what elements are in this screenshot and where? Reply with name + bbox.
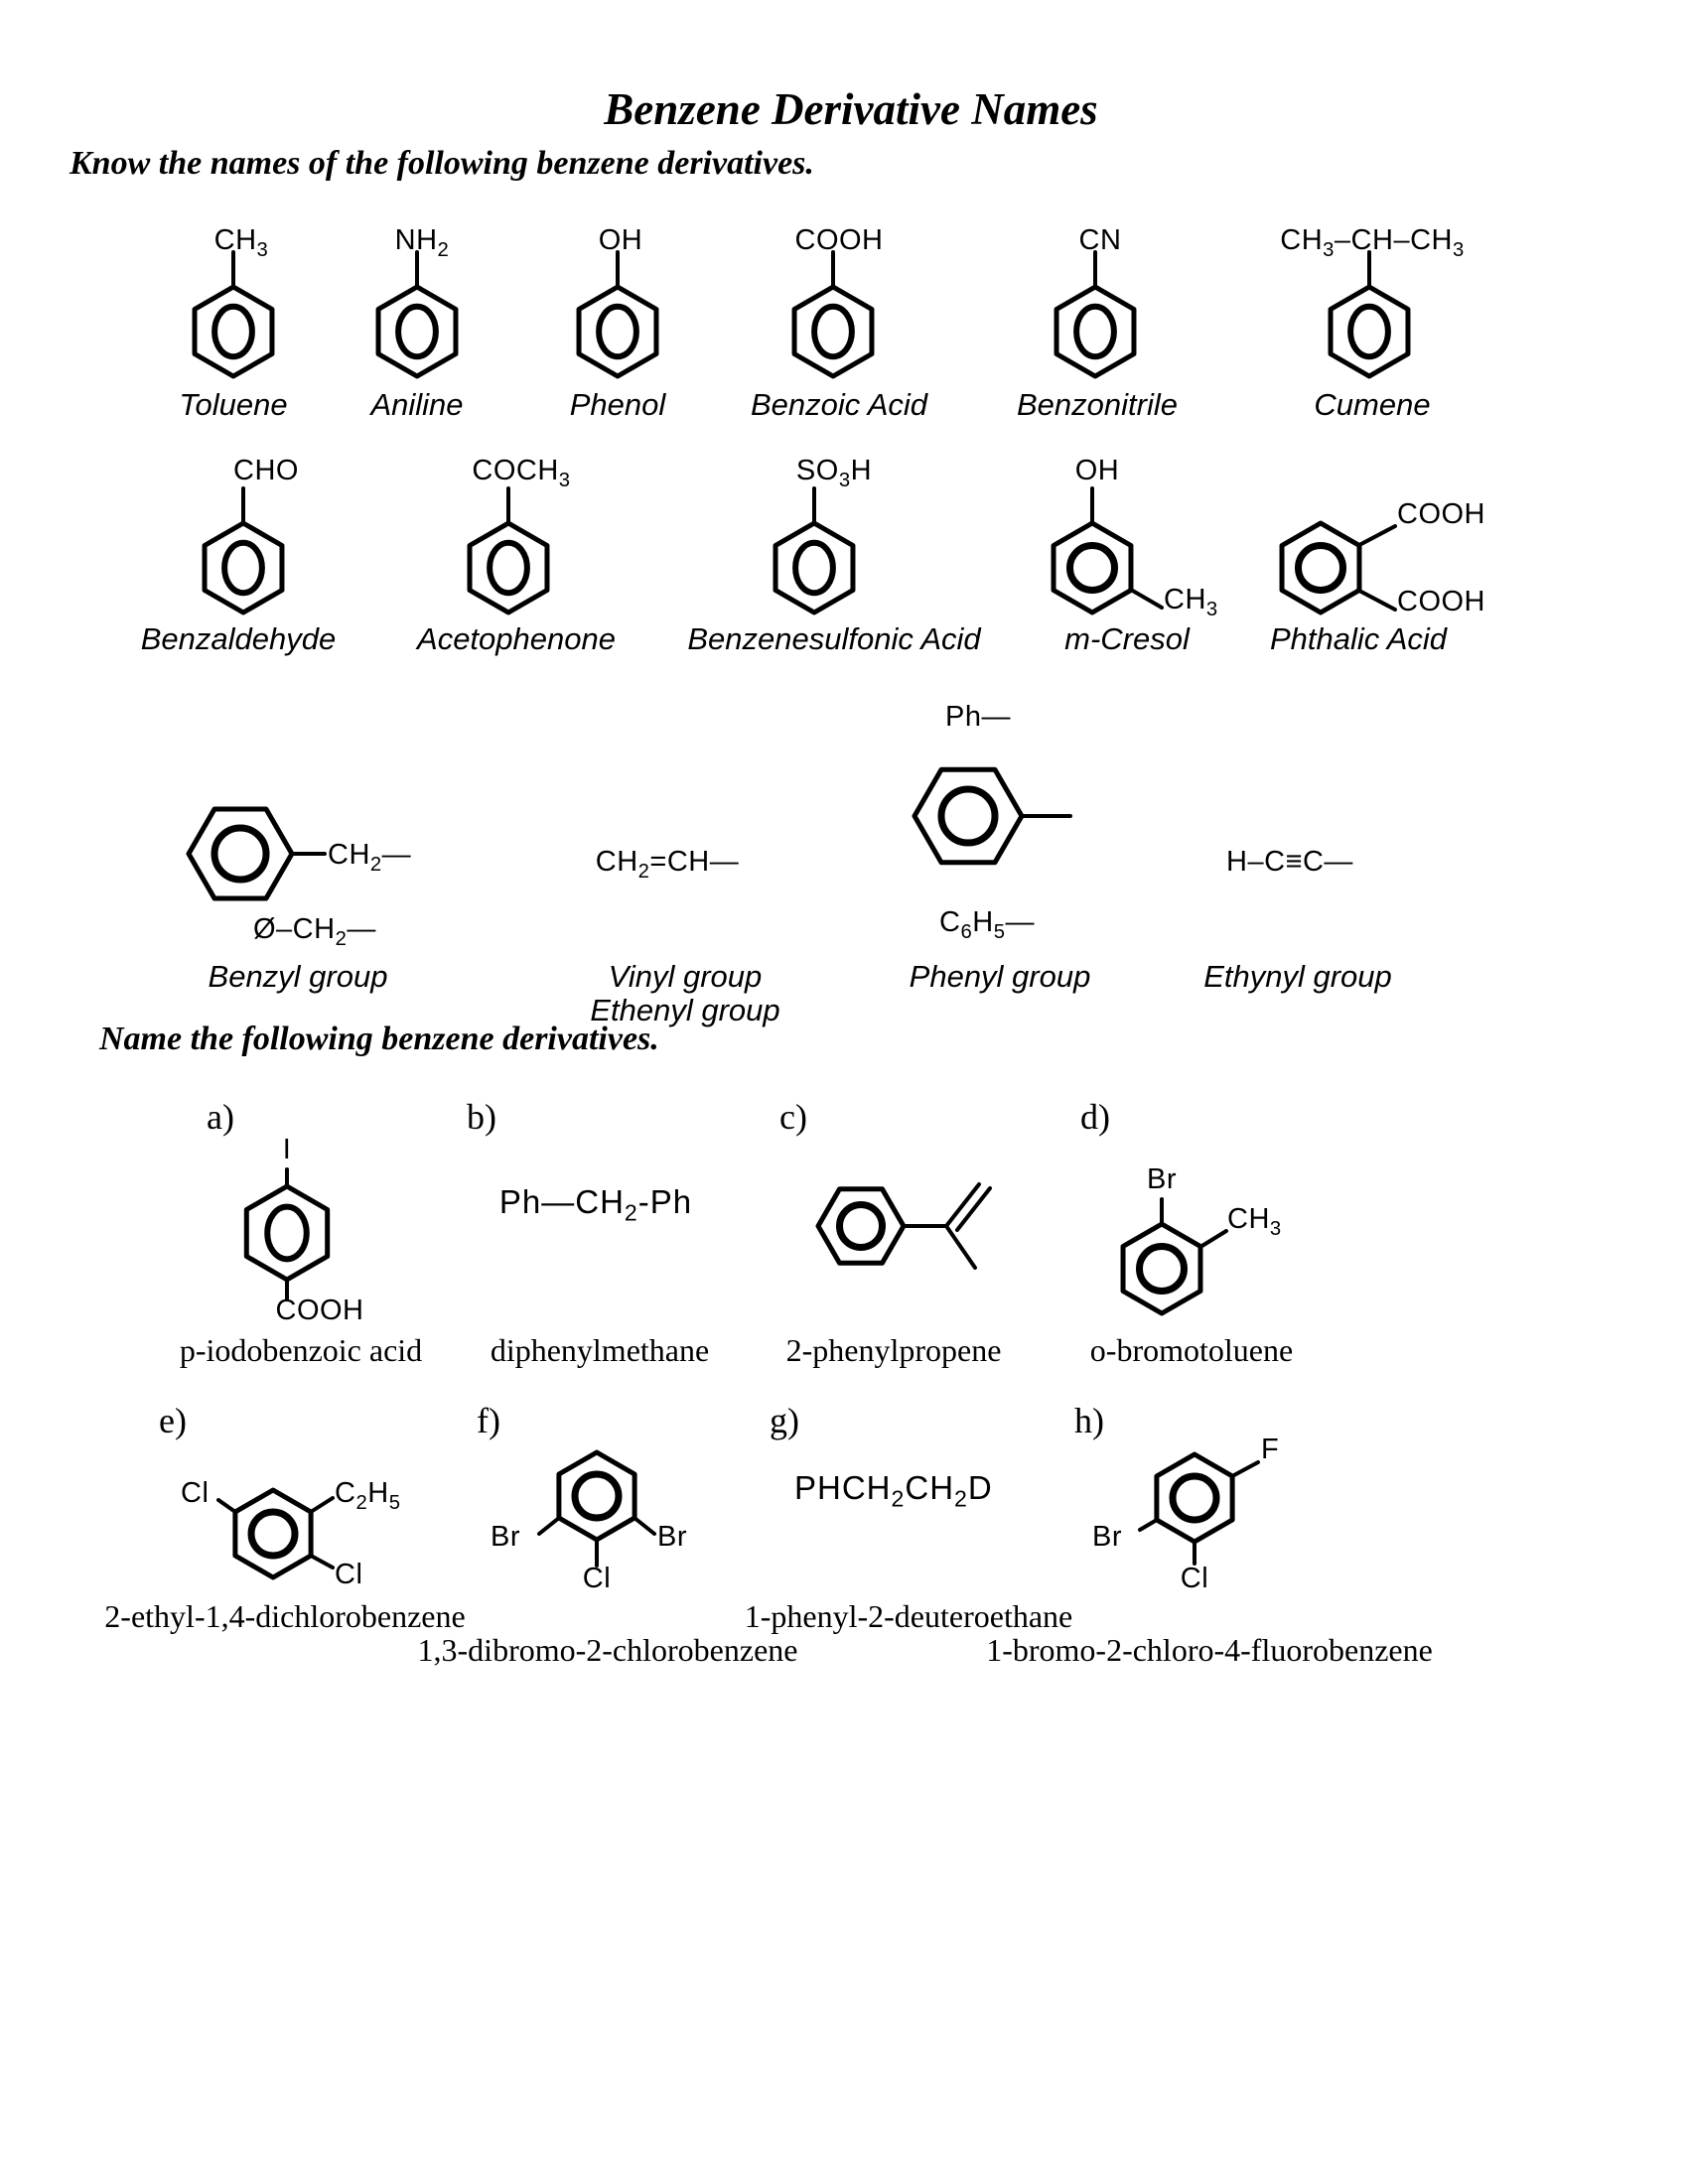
- problem-d-ch3-sub: CH3: [1227, 1203, 1282, 1240]
- problem-b-letter: b): [467, 1097, 496, 1137]
- problem-e-cl2-sub: Cl: [335, 1559, 363, 1590]
- benzyl-structure: [186, 806, 327, 901]
- problem-f-letter: f): [477, 1401, 500, 1440]
- benzyl-symbol-formula: Ø–CH2—: [253, 913, 376, 950]
- problem-e-structure: [216, 1487, 335, 1580]
- benzyl-label: Benzyl group: [208, 959, 388, 994]
- problem-g-answer: 1-phenyl-2-deuteroethane: [744, 1598, 1073, 1634]
- phthalic-acid-structure: [1279, 520, 1397, 615]
- vinyl-label: Vinyl group: [608, 959, 763, 994]
- problem-g-letter: g): [770, 1401, 799, 1440]
- benzenesulfonic-acid-label: Benzenesulfonic Acid: [687, 621, 981, 656]
- problem-h-structure: [1138, 1451, 1260, 1566]
- problem-b-answer: diphenylmethane: [490, 1332, 710, 1368]
- problem-h-cl-sub: Cl: [1180, 1563, 1209, 1594]
- problem-d-br-sub: Br: [1147, 1163, 1177, 1195]
- problem-h-br-sub: Br: [1092, 1521, 1122, 1553]
- problem-a-letter: a): [207, 1097, 234, 1137]
- problem-f-answer: 1,3-dibromo-2-chlorobenzene: [417, 1632, 798, 1668]
- phenyl-structure: [912, 766, 1072, 866]
- problem-e-ethyl-sub: C2H5: [335, 1477, 401, 1514]
- toluene-formula: CH3: [213, 224, 269, 261]
- page-title: Benzene Derivative Names: [604, 84, 1098, 134]
- cumene-structure: [1328, 250, 1411, 379]
- problem-e-answer: 2-ethyl-1,4-dichlorobenzene: [104, 1598, 466, 1634]
- problem-f-cl-sub: Cl: [582, 1563, 612, 1594]
- benzaldehyde-label: Benzaldehyde: [140, 621, 337, 656]
- problem-a-iodo-sub: I: [282, 1134, 292, 1165]
- benzoic-acid-structure: [791, 250, 875, 379]
- phenol-structure: [576, 250, 659, 379]
- section2-heading: Name the following benzene derivatives.: [99, 1021, 659, 1057]
- problem-e-letter: e): [159, 1401, 187, 1440]
- acetophenone-label: Acetophenone: [417, 621, 616, 656]
- benzaldehyde-structure: [202, 486, 285, 615]
- problem-c-structure: [815, 1182, 992, 1270]
- problem-a-structure: [243, 1167, 331, 1300]
- ethynyl-label: Ethynyl group: [1203, 959, 1392, 994]
- acetophenone-formula: COCH3: [472, 455, 571, 491]
- benzonitrile-structure: [1054, 250, 1137, 379]
- problem-h-answer: 1-bromo-2-chloro-4-fluorobenzene: [986, 1632, 1433, 1668]
- phthalic-acid-cooh-bottom: COOH: [1397, 586, 1485, 617]
- cumene-label: Cumene: [1314, 387, 1431, 422]
- benzonitrile-formula: CN: [1078, 224, 1122, 256]
- problem-e-cl1-sub: Cl: [181, 1477, 210, 1509]
- m-cresol-label: m-Cresol: [1064, 621, 1190, 656]
- problem-g-formula: PHCH2CH2D: [794, 1469, 993, 1512]
- problem-d-letter: d): [1080, 1097, 1110, 1137]
- phenol-label: Phenol: [569, 387, 666, 422]
- benzonitrile-label: Benzonitrile: [1017, 387, 1178, 422]
- ethynyl-formula: H–C≡C—: [1226, 846, 1353, 878]
- problem-c-letter: c): [779, 1097, 807, 1137]
- phthalic-acid-label: Phthalic Acid: [1269, 621, 1448, 656]
- benzaldehyde-formula: CHO: [233, 455, 299, 486]
- benzoic-acid-label: Benzoic Acid: [750, 387, 928, 422]
- toluene-structure: [192, 250, 275, 379]
- section1-heading: Know the names of the following benzene …: [70, 145, 814, 182]
- problem-a-answer: p-iodobenzoic acid: [179, 1332, 423, 1368]
- phenyl-ph-formula: Ph—: [945, 701, 1011, 733]
- phenyl-c6h5-formula: C6H5—: [939, 906, 1035, 943]
- phthalic-acid-cooh-top: COOH: [1397, 498, 1485, 530]
- problem-d-structure: [1120, 1197, 1228, 1316]
- benzoic-acid-formula: COOH: [794, 224, 884, 256]
- phenyl-label: Phenyl group: [909, 959, 1091, 994]
- problem-d-answer: o-bromotoluene: [1089, 1332, 1294, 1368]
- aniline-label: Aniline: [370, 387, 464, 422]
- m-cresol-structure: [1051, 486, 1164, 615]
- problem-c-answer: 2-phenylpropene: [785, 1332, 1002, 1368]
- problem-b-formula: Ph—CH2-Ph: [498, 1183, 693, 1226]
- acetophenone-structure: [467, 486, 550, 615]
- cumene-formula: CH3–CH–CH3: [1280, 224, 1465, 261]
- m-cresol-ch3-formula: CH3: [1164, 584, 1218, 620]
- problem-h-f-sub: F: [1261, 1433, 1280, 1465]
- problem-f-br2-sub: Br: [657, 1521, 687, 1553]
- m-cresol-oh-formula: OH: [1074, 455, 1120, 486]
- vinyl-formula: CH2=CH—: [595, 846, 740, 883]
- benzyl-chain-formula: CH2—: [328, 839, 412, 876]
- toluene-label: Toluene: [179, 387, 288, 422]
- benzenesulfonic-acid-structure: [773, 486, 856, 615]
- problem-f-structure: [537, 1449, 656, 1568]
- problem-f-br1-sub: Br: [491, 1521, 520, 1553]
- ethenyl-label: Ethenyl group: [590, 993, 780, 1027]
- problem-h-letter: h): [1074, 1401, 1104, 1440]
- phenol-formula: OH: [598, 224, 643, 256]
- benzenesulfonic-acid-formula: SO3H: [795, 455, 873, 491]
- problem-a-cooh-sub: COOH: [275, 1295, 364, 1326]
- aniline-structure: [375, 250, 459, 379]
